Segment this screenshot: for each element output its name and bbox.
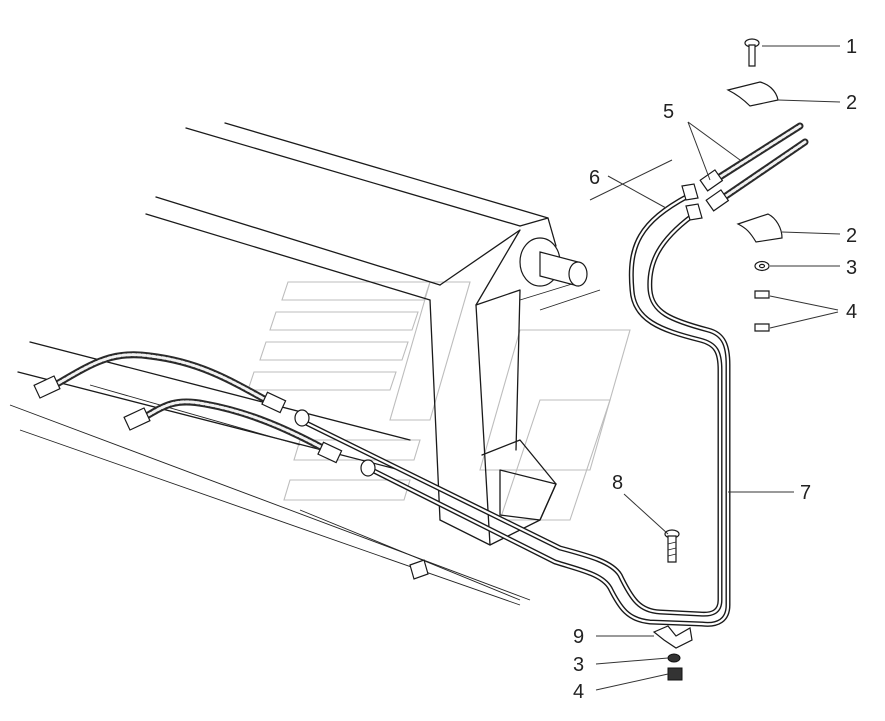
callout-2-upper: 2 bbox=[846, 92, 857, 114]
callout-3-lower: 3 bbox=[573, 654, 584, 676]
bolt-8 bbox=[664, 529, 680, 563]
frame-bracket bbox=[409, 559, 429, 580]
callout-9: 9 bbox=[573, 626, 584, 648]
callout-labels: 1 2 5 6 2 3 4 8 7 9 3 4 bbox=[573, 36, 857, 703]
callout-4-upper: 4 bbox=[846, 301, 857, 323]
callout-2-lower: 2 bbox=[846, 225, 857, 247]
callout-3-upper: 3 bbox=[846, 257, 857, 279]
hardware-parts bbox=[652, 38, 783, 681]
leader-lines bbox=[589, 45, 841, 691]
callout-8: 8 bbox=[612, 472, 623, 494]
nut-4-lower bbox=[667, 667, 683, 681]
pivot-pin bbox=[519, 237, 588, 287]
hose-assembly-right bbox=[699, 122, 809, 212]
callout-6: 6 bbox=[589, 167, 600, 189]
washer-3-upper bbox=[754, 260, 770, 272]
clamp-2-upper bbox=[726, 81, 779, 107]
callout-7: 7 bbox=[800, 482, 811, 504]
bracket-9 bbox=[652, 625, 693, 649]
washer-3-lower bbox=[667, 653, 681, 663]
callout-1: 1 bbox=[846, 36, 857, 58]
watermark-logo bbox=[247, 281, 631, 521]
clamp-2-lower bbox=[736, 213, 783, 243]
callout-5: 5 bbox=[663, 101, 674, 123]
nuts-4-upper bbox=[754, 290, 770, 332]
hose-assembly-left bbox=[33, 351, 343, 464]
steel-tube-set bbox=[294, 183, 731, 627]
callout-4-lower: 4 bbox=[573, 681, 584, 703]
bolt-1 bbox=[744, 38, 760, 67]
